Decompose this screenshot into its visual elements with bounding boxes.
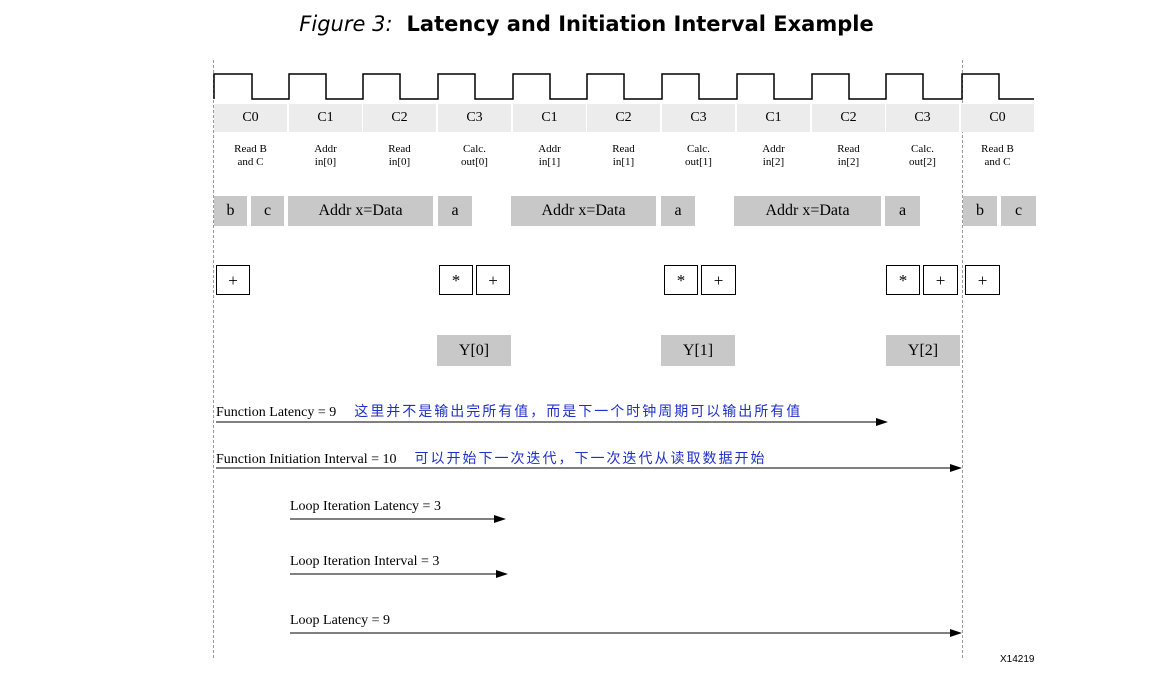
figure-id: X14219 [1000, 654, 1035, 665]
arrowhead [950, 629, 962, 637]
cycle-cell: C3 [438, 104, 511, 132]
adder-unit: + [216, 265, 250, 295]
boundary-line-start [213, 60, 214, 658]
data-box: a [885, 196, 920, 226]
multiplier-unit: * [886, 265, 920, 295]
output-box: Y[2] [886, 335, 960, 366]
cycle-cell: C3 [662, 104, 735, 132]
cycle-cell: C0 [214, 104, 287, 132]
loop-latency-label: Loop Latency = 9 [290, 613, 391, 628]
data-box: a [661, 196, 695, 226]
data-box: b [214, 196, 247, 226]
cycle-cell: C2 [363, 104, 436, 132]
arrowhead [496, 570, 508, 578]
arrowhead [494, 515, 506, 523]
op-label: Calc.out[2] [909, 143, 936, 168]
arrowhead [876, 418, 888, 426]
adder-unit: + [965, 265, 1000, 295]
cycle-cell: C2 [812, 104, 885, 132]
cycle-cell: C1 [513, 104, 586, 132]
multiplier-unit: * [439, 265, 473, 295]
cycle-cell: C1 [737, 104, 810, 132]
adder-unit: + [923, 265, 958, 295]
boundary-line-end [962, 60, 963, 658]
cycle-cell: C3 [886, 104, 959, 132]
output-box: Y[1] [661, 335, 735, 366]
figure-label: Figure 3: [299, 12, 393, 36]
adder-unit: + [701, 265, 736, 295]
loop-iteration-interval-label: Loop Iteration Interval = 3 [290, 554, 440, 569]
loop-iteration-latency-label: Loop Iteration Latency = 3 [290, 499, 441, 514]
figure-name: Latency and Initiation Interval Example [406, 12, 874, 36]
data-box: c [1001, 196, 1036, 226]
clock-waveform [213, 73, 1034, 100]
op-label: Calc.out[0] [461, 143, 488, 168]
data-box: Addr x=Data [288, 196, 433, 226]
adder-unit: + [476, 265, 510, 295]
arrowhead [950, 464, 962, 472]
op-label: Calc.out[1] [685, 143, 712, 168]
cycle-cell: C2 [587, 104, 660, 132]
function-latency-annotation: 这里并不是输出完所有值，而是下一个时钟周期可以输出所有值 [354, 404, 803, 420]
data-box: Addr x=Data [734, 196, 881, 226]
data-box: b [963, 196, 997, 226]
data-box: Addr x=Data [511, 196, 656, 226]
data-box: c [251, 196, 284, 226]
output-box: Y[0] [437, 335, 511, 366]
multiplier-unit: * [664, 265, 698, 295]
cycle-cell: C1 [289, 104, 362, 132]
figure-title: Figure 3: Latency and Initiation Interval… [0, 12, 1173, 36]
cycle-cell: C0 [961, 104, 1034, 132]
function-ii-annotation: 可以开始下一次迭代，下一次迭代从读取数据开始 [414, 451, 767, 467]
data-box: a [438, 196, 472, 226]
